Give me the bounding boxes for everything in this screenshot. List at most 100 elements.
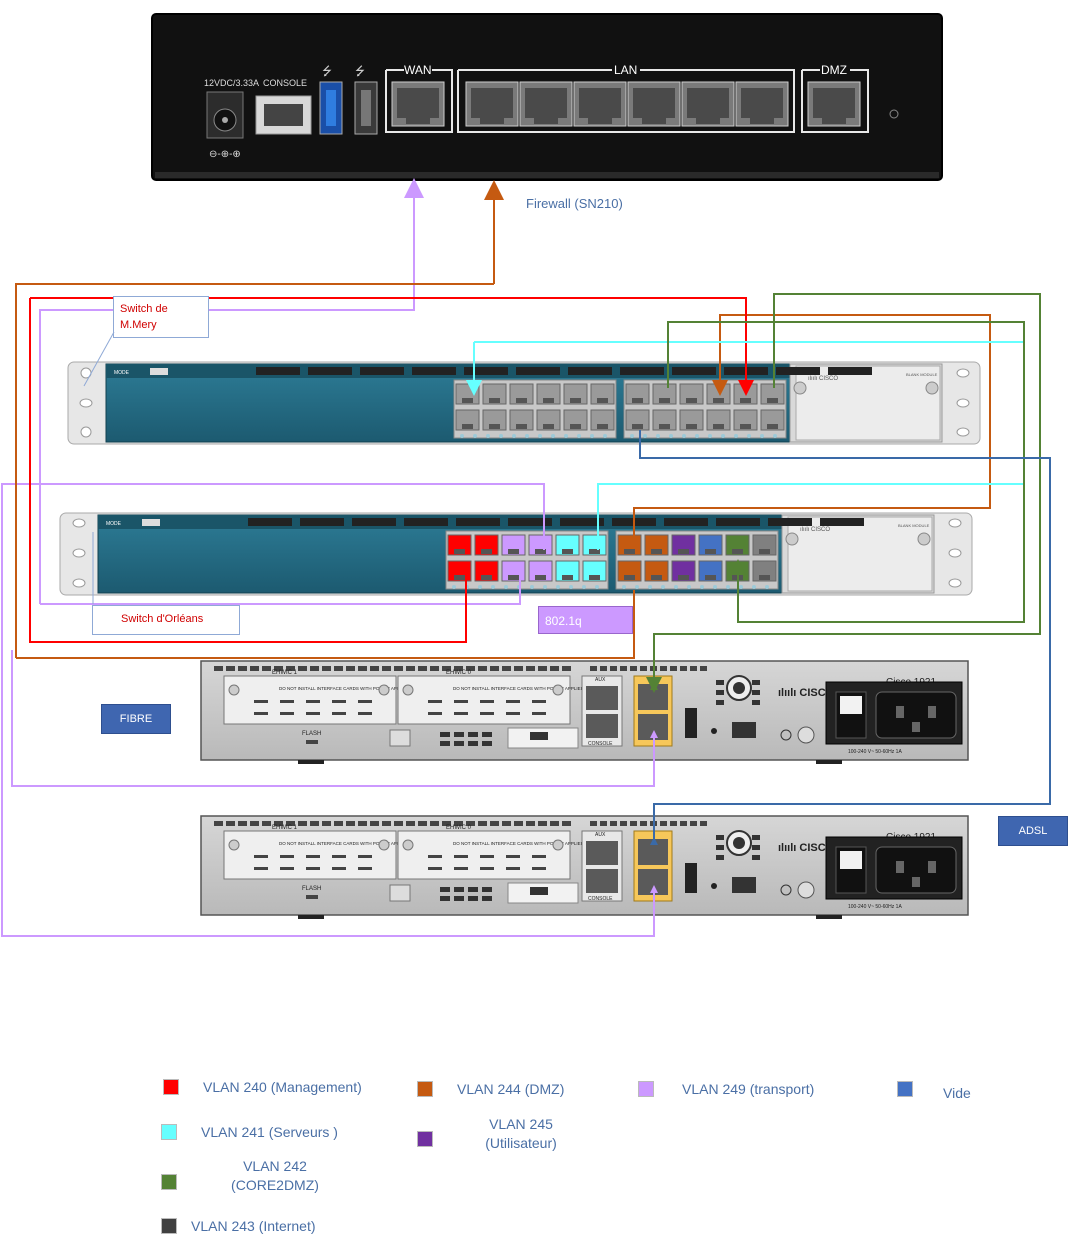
poe-port[interactable]	[732, 877, 756, 893]
sfp-slot[interactable]	[456, 518, 500, 526]
switch-port[interactable]	[706, 409, 731, 431]
switch-port[interactable]	[760, 409, 785, 431]
switch-port[interactable]	[644, 534, 669, 556]
sfp-slot[interactable]	[508, 518, 552, 526]
switch-port[interactable]	[563, 409, 588, 431]
switch-port[interactable]	[698, 534, 723, 556]
usb-port[interactable]	[685, 863, 697, 893]
sw1-console-port[interactable]	[150, 368, 168, 375]
switch-port[interactable]	[625, 383, 650, 405]
poe-port[interactable]	[732, 722, 756, 738]
switch-port[interactable]	[455, 409, 480, 431]
fw-dmz-label: DMZ	[821, 63, 847, 77]
console-port[interactable]	[586, 869, 618, 893]
switch-port[interactable]	[671, 534, 696, 556]
sfp-slot[interactable]	[828, 367, 872, 375]
switch-port[interactable]	[652, 409, 677, 431]
sfp-slot[interactable]	[256, 367, 300, 375]
switch-port[interactable]	[509, 383, 534, 405]
sfp-slot[interactable]	[248, 518, 292, 526]
sfp-slot[interactable]	[620, 367, 664, 375]
sfp-slot[interactable]	[716, 518, 760, 526]
switch-port[interactable]	[482, 383, 507, 405]
router-fibre: EHWIC 1DO NOT INSTALL INTERFACE CARDS WI…	[200, 660, 969, 764]
flash-slot[interactable]	[306, 895, 318, 899]
ehwic-0-slot[interactable]: EHWIC 0DO NOT INSTALL INTERFACE CARDS WI…	[397, 670, 585, 725]
sfp-slot[interactable]	[768, 518, 812, 526]
switch-port[interactable]	[733, 409, 758, 431]
switch-port[interactable]	[679, 383, 704, 405]
power-inlet[interactable]	[875, 691, 957, 739]
power-inlet[interactable]	[875, 846, 957, 894]
switch-port[interactable]	[760, 383, 785, 405]
fw-dmz-port[interactable]	[807, 81, 861, 127]
switch-mery: MODE ılıılı CISCO BLANK MODULE	[67, 361, 981, 445]
fw-wan-port[interactable]	[391, 81, 445, 127]
switch-port[interactable]	[528, 560, 553, 582]
sfp-slot[interactable]	[560, 518, 604, 526]
sfp-slot[interactable]	[300, 518, 344, 526]
switch-port[interactable]	[563, 383, 588, 405]
sw2-console-port[interactable]	[142, 519, 160, 526]
sfp-slot[interactable]	[672, 367, 716, 375]
switch-port[interactable]	[482, 409, 507, 431]
sfp-slot[interactable]	[568, 367, 612, 375]
switch-port[interactable]	[644, 560, 669, 582]
sfp-slot[interactable]	[308, 367, 352, 375]
switch-port[interactable]	[671, 560, 696, 582]
fw-lan-port[interactable]	[681, 81, 735, 127]
fw-lan-port[interactable]	[735, 81, 789, 127]
power-rating-label: 100-240 V~ 50-60Hz 1A	[848, 749, 902, 755]
reset-button[interactable]	[711, 728, 717, 734]
legend-swatch	[161, 1174, 177, 1190]
switch-port[interactable]	[582, 560, 607, 582]
switch-port[interactable]	[752, 560, 777, 582]
switch-port[interactable]	[501, 534, 526, 556]
mini-usb-port[interactable]	[530, 732, 548, 740]
fw-lan-port[interactable]	[519, 81, 573, 127]
usb-port[interactable]	[685, 708, 697, 738]
sfp-slot[interactable]	[404, 518, 448, 526]
ehwic-1-slot[interactable]: EHWIC 1DO NOT INSTALL INTERFACE CARDS WI…	[223, 670, 411, 725]
switch-port[interactable]	[590, 383, 615, 405]
reset-button[interactable]	[711, 883, 717, 889]
switch-port[interactable]	[679, 409, 704, 431]
sfp-slot[interactable]	[352, 518, 396, 526]
mini-usb-port[interactable]	[530, 887, 548, 895]
switch-port[interactable]	[536, 383, 561, 405]
sfp-slot[interactable]	[412, 367, 456, 375]
switch-port[interactable]	[617, 534, 642, 556]
sfp-slot[interactable]	[664, 518, 708, 526]
sfp-slot[interactable]	[360, 367, 404, 375]
fw-lan-port[interactable]	[465, 81, 519, 127]
ehwic-0-slot[interactable]: EHWIC 0DO NOT INSTALL INTERFACE CARDS WI…	[397, 825, 585, 880]
switch-port[interactable]	[474, 560, 499, 582]
sfp-slot[interactable]	[776, 367, 820, 375]
fw-lan-port[interactable]	[627, 81, 681, 127]
aux-port[interactable]	[586, 686, 618, 710]
ehwic-1-slot[interactable]: EHWIC 1DO NOT INSTALL INTERFACE CARDS WI…	[223, 825, 411, 880]
switch-port[interactable]	[528, 534, 553, 556]
fw-lan-port[interactable]	[573, 81, 627, 127]
switch-port[interactable]	[725, 534, 750, 556]
console-port[interactable]	[586, 714, 618, 738]
switch-port[interactable]	[509, 409, 534, 431]
switch-port[interactable]	[536, 409, 561, 431]
switch-port[interactable]	[752, 534, 777, 556]
switch-port[interactable]	[582, 534, 607, 556]
adsl-tag: ADSL	[998, 816, 1068, 846]
switch-port[interactable]	[698, 560, 723, 582]
switch-port[interactable]	[555, 560, 580, 582]
switch-port[interactable]	[555, 534, 580, 556]
switch-port[interactable]	[474, 534, 499, 556]
flash-slot[interactable]	[306, 740, 318, 744]
switch-port[interactable]	[625, 409, 650, 431]
sfp-slot[interactable]	[820, 518, 864, 526]
aux-port[interactable]	[586, 841, 618, 865]
switch-port[interactable]	[447, 534, 472, 556]
switch-port[interactable]	[617, 560, 642, 582]
sfp-slot[interactable]	[516, 367, 560, 375]
switch-port[interactable]	[590, 409, 615, 431]
switch-port[interactable]	[652, 383, 677, 405]
sfp-slot[interactable]	[464, 367, 508, 375]
